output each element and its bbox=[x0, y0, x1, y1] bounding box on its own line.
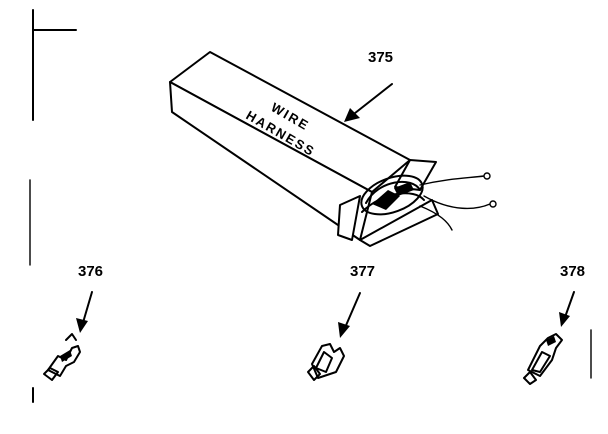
part-label-378: 378 bbox=[560, 263, 585, 280]
coil-wrap-2 bbox=[361, 192, 425, 213]
coil-wrap-1 bbox=[365, 181, 421, 204]
leader-arrow-377 bbox=[338, 292, 361, 338]
part-label-375: 375 bbox=[368, 49, 393, 66]
leader-arrow-375 bbox=[344, 83, 393, 122]
coil-shadow-2 bbox=[394, 182, 414, 196]
terminal-end-2 bbox=[489, 200, 497, 208]
wire-lead-3 bbox=[419, 205, 453, 231]
terminal-377 bbox=[307, 343, 345, 381]
left-margin-marks bbox=[29, 9, 77, 403]
wire-lead-1 bbox=[419, 175, 485, 186]
coil-shadow bbox=[372, 190, 400, 210]
terminal-376 bbox=[43, 333, 81, 381]
terminal-end-1 bbox=[483, 172, 491, 180]
box-side-flap bbox=[337, 195, 361, 241]
terminal-378 bbox=[523, 333, 563, 385]
wire-lead-2 bbox=[423, 195, 491, 210]
part-label-376: 376 bbox=[78, 263, 103, 280]
leader-arrow-378 bbox=[559, 291, 575, 327]
box-bottom-flap bbox=[359, 199, 439, 247]
leader-arrow-376 bbox=[76, 291, 93, 333]
part-label-377: 377 bbox=[350, 263, 375, 280]
wire-harness-box: WIRE HARNESS bbox=[169, 51, 497, 247]
